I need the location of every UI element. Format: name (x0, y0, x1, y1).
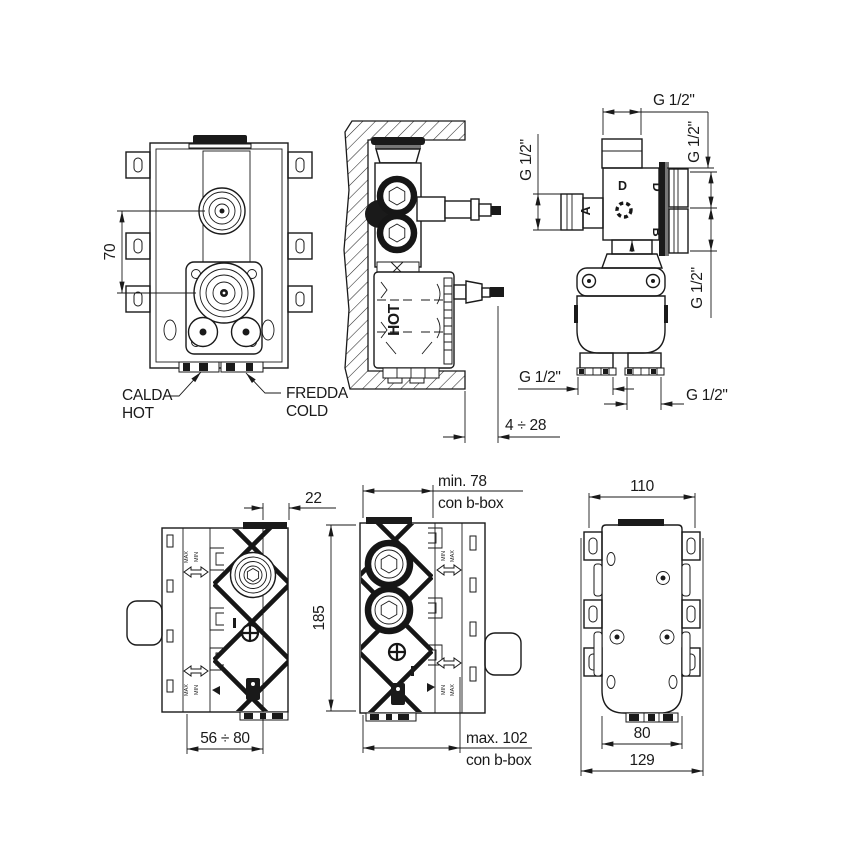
min-marking-bottom: MIN (441, 685, 447, 695)
dimension-thread-right-lower: G 1/2" (689, 171, 717, 318)
thermostat-stem (453, 280, 504, 304)
diverter-stem (416, 196, 501, 222)
cold-inlet-connection (220, 361, 264, 373)
bbox-cross-pattern (213, 529, 288, 711)
dimension-129: 129 (580, 538, 704, 776)
thread-label-inlet-right: G 1/2" (686, 387, 728, 404)
dim-129-label: 129 (630, 752, 655, 769)
dimension-thread-inlet-left: G 1/2" (518, 369, 634, 395)
dimension-min-78: min. 78 con b-box (362, 473, 523, 518)
thread-label-right-lower: G 1/2" (689, 267, 706, 309)
hot-inlet-leg (576, 352, 617, 376)
protection-cap (371, 137, 425, 145)
wall-hatching (343, 120, 466, 390)
thread-label-top: G 1/2" (653, 92, 695, 109)
dimension-thread-right-upper: G 1/2" (667, 112, 714, 169)
min-marking-top: MIN (194, 552, 200, 562)
thread-label-left: G 1/2" (518, 139, 535, 181)
min-marking-bottom: MIN (194, 685, 200, 695)
dim-22-label: 22 (305, 490, 322, 507)
dim-80-label: 80 (634, 725, 651, 742)
right-lower-outlet-port (668, 208, 689, 254)
dimension-56-80: 56 ÷ 80 (186, 714, 264, 754)
cold-leader: FREDDA COLD (245, 372, 349, 420)
wall-section-view: HOT 4 ÷ 28 (343, 120, 560, 443)
dimension-22: 22 (244, 490, 336, 520)
cold-inlet-leg (624, 352, 665, 376)
fredda-label: FREDDA (286, 385, 349, 402)
dimension-80: 80 (601, 716, 683, 749)
hot-inlet-connection (178, 361, 220, 373)
dim-185-label: 185 (311, 606, 328, 631)
cap-edge (618, 519, 664, 526)
mounting-tabs (125, 151, 313, 313)
thermostatic-valve (193, 262, 255, 324)
port-letter-b: B (650, 228, 664, 237)
port-letter-a: A (579, 206, 593, 215)
valve-through-bbox (229, 551, 277, 599)
dim-4-28-label: 4 ÷ 28 (505, 417, 546, 434)
port-letter-d-top: D (618, 179, 627, 193)
max-marking-bottom: MAX (184, 684, 190, 696)
lower-hex-fitting (376, 212, 418, 254)
screw-symbol (387, 642, 407, 662)
pointer-triangle (427, 683, 435, 692)
max-marking-top: MAX (450, 550, 456, 562)
calda-label: CALDA (122, 387, 173, 404)
hex-fittings (364, 539, 414, 635)
hot-marking: HOT (386, 303, 403, 336)
dimension-thread-inlet-right: G 1/2" (604, 377, 728, 410)
dimension-thread-left: G 1/2" (518, 134, 561, 231)
dimension-185: 185 (311, 524, 356, 712)
cartridge-plate (185, 261, 263, 355)
front-view: 70 CALDA HOT FREDDA COLD (102, 135, 349, 422)
recirculation-symbol (615, 201, 633, 219)
dim-max-102-label: max. 102 (466, 730, 527, 747)
min-marking-top: MIN (441, 551, 447, 561)
port-letter-d-right: D (650, 183, 664, 192)
dimension-max-102: max. 102 con b-box (362, 677, 532, 769)
dim-min-78-label: min. 78 (438, 473, 487, 490)
max-marking-bottom: MAX (450, 684, 456, 696)
thread-label-inlet-left: G 1/2" (519, 369, 561, 386)
body-side-outline (359, 522, 486, 714)
back-view: 110 80 129 (580, 478, 704, 776)
diverter-valve (198, 187, 246, 235)
right-upper-outlet-port (668, 168, 689, 208)
thread-label-right-upper: G 1/2" (686, 121, 703, 163)
cap-edge (366, 517, 412, 524)
stem-protrusion-left (126, 600, 163, 646)
cold-label: COLD (286, 403, 328, 420)
label-block (391, 683, 405, 705)
valve-side-section: HOT (365, 137, 504, 384)
side-view-left: MAX MIN MAX MIN 22 56 ÷ 80 (126, 490, 336, 754)
dim-max-102-note: con b-box (466, 752, 532, 769)
stem-protrusion-right (484, 632, 522, 676)
inlet-bosses (187, 316, 262, 348)
screw-holes (609, 571, 675, 645)
top-cap (193, 135, 247, 144)
dimension-70: 70 (102, 210, 205, 294)
hot-leader: CALDA HOT (122, 371, 202, 422)
dim-70-label: 70 (102, 243, 119, 260)
label-block (246, 678, 260, 700)
max-marking-top: MAX (184, 551, 190, 563)
side-view-right: MIN MAX MIN MAX min. 78 con b-box 185 ma… (311, 473, 532, 769)
dimension-plaster-depth: 4 ÷ 28 (443, 306, 560, 443)
dimension-110: 110 (588, 478, 696, 528)
dim-56-80-label: 56 ÷ 80 (200, 730, 250, 747)
dimension-thread-top: G 1/2" (602, 92, 708, 135)
top-view: D D A B G 1/2" G 1/2" G 1/ (518, 92, 728, 410)
screw-symbol (240, 623, 260, 643)
pointer-triangle (212, 686, 220, 695)
dim-min-78-note: con b-box (438, 495, 504, 512)
dim-110-label: 110 (630, 478, 654, 495)
upper-hex-fitting (376, 175, 418, 217)
hot-label: HOT (122, 405, 155, 422)
cap-edge (243, 522, 287, 529)
